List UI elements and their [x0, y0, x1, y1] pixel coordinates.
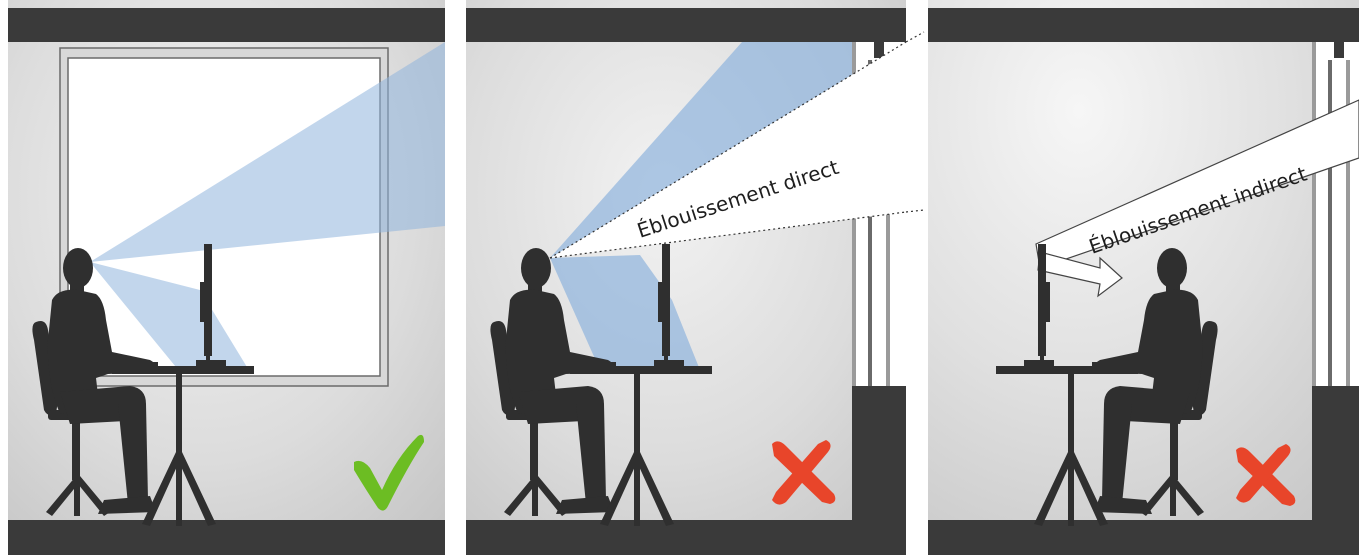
glare-ray-extension: [906, 210, 924, 212]
floor: [466, 520, 906, 555]
panel-indirect-glare: Éblouissement indirect: [928, 0, 1359, 555]
floor: [928, 520, 1359, 555]
panel-direct-glare: Éblouissement direct: [466, 0, 906, 555]
wall: [928, 0, 1359, 555]
floor: [8, 520, 445, 555]
ceiling: [928, 8, 1359, 42]
glare-ray-extension: [906, 32, 924, 42]
ceiling: [466, 8, 906, 42]
ceiling: [8, 8, 445, 42]
panel-correct: [8, 0, 445, 555]
